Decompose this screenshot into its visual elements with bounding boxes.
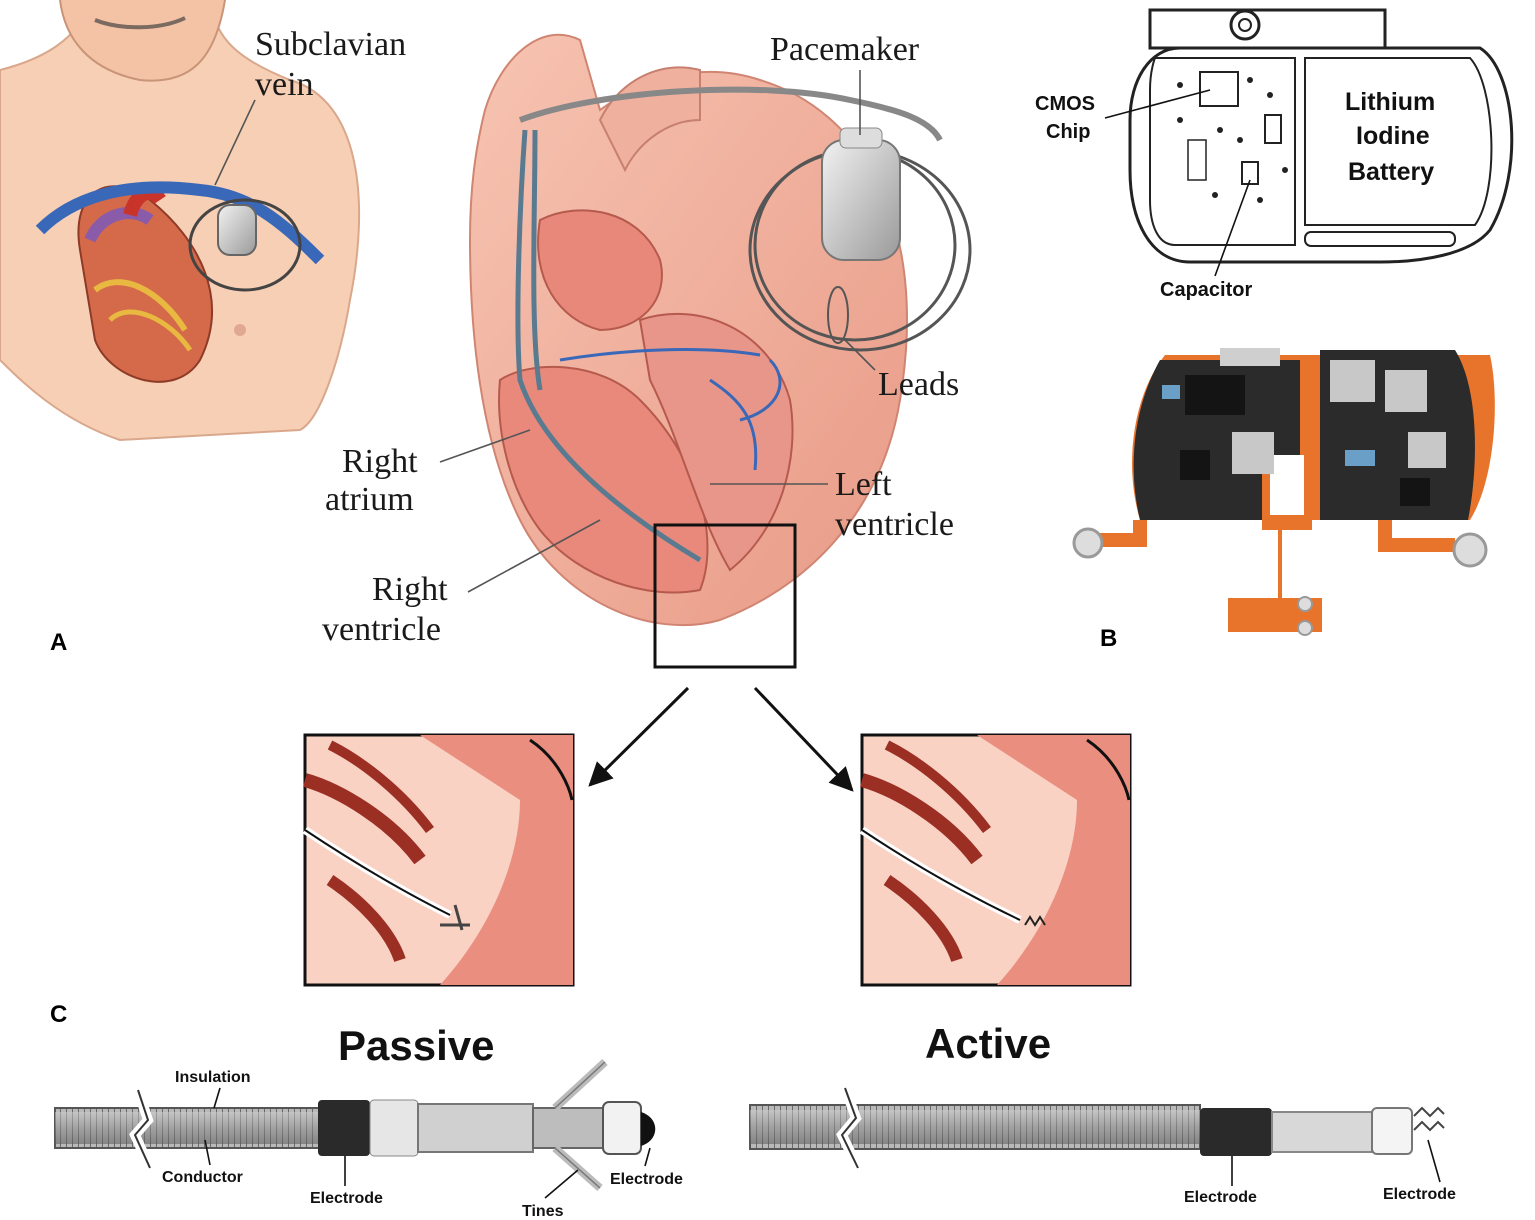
conductor-leader-line bbox=[204, 1139, 211, 1166]
leads-leader-line bbox=[844, 339, 876, 371]
panel-b: CMOS Chip Lithium Iodine Battery Capacit… bbox=[1035, 8, 1514, 652]
zoom-arrow-right bbox=[753, 686, 854, 792]
right-atrium-label-line1: Right bbox=[342, 443, 418, 480]
cmos-label-line2: Chip bbox=[1046, 121, 1090, 143]
tines-leader-line bbox=[544, 1169, 579, 1199]
cmos-label-line1: CMOS bbox=[1035, 93, 1095, 115]
insulation-label: Insulation bbox=[175, 1069, 251, 1086]
cmos-leader-line bbox=[1104, 89, 1211, 119]
leads-loop-marker bbox=[827, 286, 849, 344]
subclavian-label-line1: Subclavian bbox=[255, 26, 406, 63]
pacemaker-label: Pacemaker bbox=[770, 31, 920, 68]
subclavian-label-line2: vein bbox=[255, 66, 314, 103]
active-lead bbox=[749, 1086, 1445, 1171]
panel-c: C Passive Insulation Conductor Electrode… bbox=[50, 1001, 1456, 1220]
subclavian-vein bbox=[35, 181, 325, 265]
battery-label-line1: Lithium bbox=[1345, 88, 1435, 116]
conductor-label: Conductor bbox=[162, 1169, 243, 1186]
pacemaker-header bbox=[839, 127, 883, 149]
zoom-box bbox=[653, 523, 797, 669]
active-electrode-ring-label: Electrode bbox=[1184, 1189, 1257, 1206]
left-ventricle-label-line1: Left bbox=[835, 466, 892, 503]
tines-label: Tines bbox=[522, 1203, 564, 1220]
right-ventricle-leader-line bbox=[467, 519, 601, 593]
capacitor-label: Capacitor bbox=[1160, 279, 1252, 301]
large-pacemaker bbox=[821, 139, 901, 261]
right-ventricle-label-line1: Right bbox=[372, 571, 448, 608]
passive-lead bbox=[54, 1059, 656, 1191]
passive-electrode-ring-label: Electrode bbox=[310, 1190, 383, 1207]
passive-electrode-tip-leader bbox=[644, 1147, 651, 1167]
passive-electrode-tip-label: Electrode bbox=[610, 1171, 683, 1188]
active-electrode-tip-leader bbox=[1427, 1139, 1441, 1183]
panel-a: Subclavian vein Pacemaker Leads Rig bbox=[0, 0, 972, 669]
left-ventricle-label-line2: ventricle bbox=[835, 506, 954, 543]
panel-b-letter: B bbox=[1100, 625, 1117, 652]
battery-label-line2: Iodine bbox=[1356, 122, 1430, 150]
zoom-arrow-left bbox=[588, 686, 690, 787]
small-pacemaker bbox=[188, 198, 302, 292]
leads-label: Leads bbox=[878, 366, 959, 403]
passive-title: Passive bbox=[338, 1022, 494, 1069]
capacitor-leader-line bbox=[1214, 179, 1251, 277]
panel-c-letter: C bbox=[50, 1001, 67, 1028]
right-atrium-leader-line bbox=[439, 429, 531, 463]
battery-label-line3: Battery bbox=[1348, 158, 1434, 186]
small-heart-illustration bbox=[77, 185, 213, 383]
right-ventricle-label-line2: ventricle bbox=[322, 611, 441, 648]
insulation-leader-line bbox=[213, 1087, 221, 1109]
torso-illustration bbox=[0, 0, 361, 442]
right-atrium-label-line2: atrium bbox=[325, 481, 414, 518]
circuit-board-photo bbox=[1072, 348, 1495, 636]
active-fixation-inset bbox=[859, 733, 1132, 987]
panel-a-letter: A bbox=[50, 629, 67, 656]
pacemaker-schematic bbox=[1128, 8, 1514, 264]
subclavian-leader-line bbox=[214, 99, 256, 186]
lead-wires bbox=[515, 86, 972, 563]
active-title: Active bbox=[925, 1020, 1051, 1067]
large-heart-cross-section bbox=[468, 33, 908, 627]
passive-fixation-inset bbox=[302, 733, 575, 987]
active-electrode-tip-label: Electrode bbox=[1383, 1186, 1456, 1203]
